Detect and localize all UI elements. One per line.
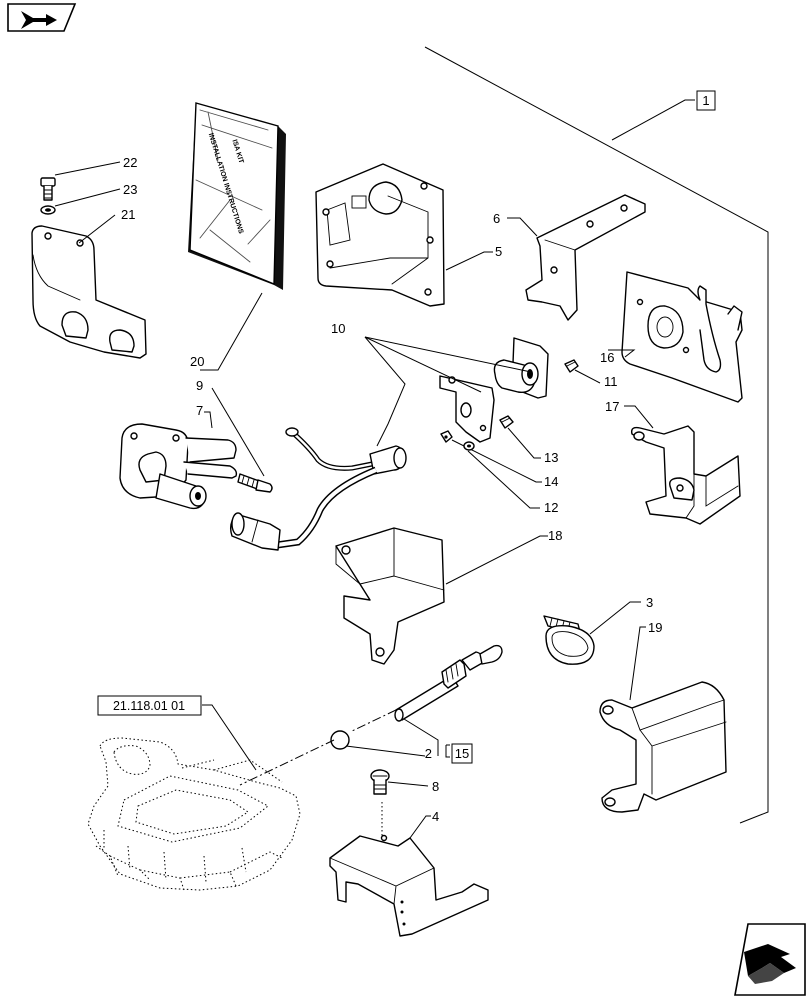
- reference-box[interactable]: 21.118.01 01: [97, 695, 202, 716]
- next-page-button[interactable]: [734, 923, 806, 996]
- callout-3: 3: [646, 595, 653, 610]
- callout-22: 22: [123, 155, 137, 170]
- sensor-group-bracket: 15: [403, 718, 473, 764]
- bolt-22: [40, 177, 56, 201]
- bracket-7: [119, 423, 238, 510]
- bolt-9: [237, 473, 273, 493]
- callout-11: 11: [604, 374, 618, 389]
- screw-11: [564, 359, 579, 373]
- callout-16: 16: [600, 350, 614, 365]
- callout-18: 18: [548, 528, 562, 543]
- wiring-harness-10: [229, 427, 407, 551]
- callout-19: 19: [648, 620, 662, 635]
- bracket-6: [525, 194, 646, 321]
- callout-9: 9: [196, 378, 203, 393]
- level-sensor-2: [394, 644, 503, 722]
- plate-21: [31, 225, 147, 359]
- kit-label: 1: [702, 93, 709, 108]
- callout-7: 7: [196, 403, 203, 418]
- bracket-17: [630, 425, 741, 525]
- screw-13: [499, 415, 514, 429]
- callout-8: 8: [432, 779, 439, 794]
- callout-5: 5: [495, 244, 502, 259]
- plate-16: [621, 271, 743, 403]
- prev-page-button[interactable]: [7, 3, 77, 32]
- oil-pan-reference: [87, 737, 301, 891]
- reference-label: 21.118.01 01: [113, 699, 185, 713]
- bracket-4: [329, 834, 489, 937]
- callout-17: 17: [605, 399, 619, 414]
- bracket-5: [315, 163, 445, 307]
- switch-bracket-10: [439, 337, 549, 443]
- callout-10-leaders: [364, 336, 532, 447]
- bracket-19: [599, 681, 727, 813]
- callout-2: 2: [425, 746, 432, 761]
- cover-18: [335, 527, 445, 665]
- callout-14: 14: [544, 474, 558, 489]
- callout-4: 4: [432, 809, 439, 824]
- cable-tie-3: [543, 615, 595, 665]
- nut-14: [440, 430, 453, 443]
- callout-23: 23: [123, 182, 137, 197]
- callout-13: 13: [544, 450, 558, 465]
- callout-20: 20: [190, 354, 204, 369]
- arrow-right-icon: [744, 944, 796, 984]
- callout-6: 6: [493, 211, 500, 226]
- arrow-left-icon: [21, 11, 57, 29]
- centre-line: [239, 709, 397, 786]
- callout-10: 10: [331, 321, 345, 336]
- plug-screw-8: [370, 769, 390, 795]
- callout-12: 12: [544, 500, 558, 515]
- washer-23: [40, 205, 56, 215]
- callout-21: 21: [121, 207, 135, 222]
- o-ring: [330, 730, 350, 750]
- washer-12: [463, 441, 475, 451]
- kit-bracket-line: 1: [424, 46, 769, 824]
- sensor-group-label: 15: [455, 746, 469, 761]
- instruction-manual-20: ISA KIT INSTALLATION INSTRUCTIONS: [188, 102, 286, 290]
